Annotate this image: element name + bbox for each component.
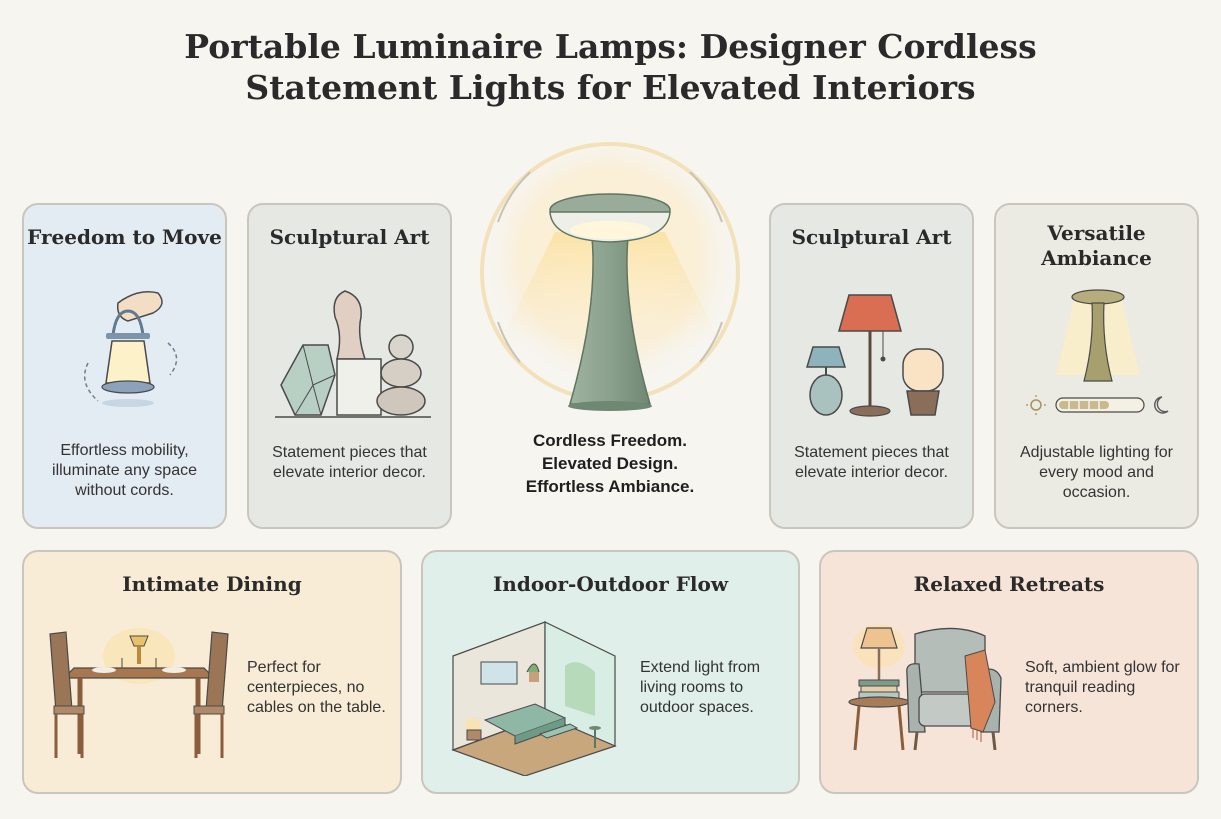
sculptural-objects-icon: [275, 290, 431, 418]
title-line-1: Portable Luminaire Lamps: Designer Cordl…: [184, 27, 1037, 66]
card-title: Relaxed Retreats: [913, 572, 1105, 596]
card-versatile-ambiance: Versatile Ambiance Adjustable lighting f…: [994, 203, 1199, 529]
tagline-line-2: Elevated Design.: [541, 454, 679, 473]
room-cutaway-icon: [451, 621, 617, 776]
card-title: Intimate Dining: [122, 572, 302, 596]
dining-table-lamp-icon: [49, 628, 229, 758]
page-title: Portable Luminaire Lamps: Designer Cordl…: [0, 26, 1221, 108]
card-title: Versatile Ambiance: [1041, 221, 1152, 270]
card-description: Soft, ambient glow for tranquil reading …: [1025, 659, 1180, 716]
center-tagline: Cordless Freedom. Elevated Design. Effor…: [480, 429, 740, 498]
card-description: Extend light from living rooms to outdoo…: [640, 659, 761, 716]
card-description: Statement pieces that elevate interior d…: [272, 444, 427, 481]
card-freedom-to-move: Freedom to Move Effortless mobility, ill…: [22, 203, 227, 529]
card-sculptural-art-left: Sculptural Art Statement pieces that ele…: [247, 203, 452, 529]
card-title: Indoor-Outdoor Flow: [492, 572, 729, 596]
hero-lamp-icon: [480, 142, 740, 411]
tagline-line-1: Cordless Freedom.: [533, 431, 687, 450]
card-indoor-outdoor-flow: Indoor-Outdoor Flow Extend light from li…: [421, 550, 800, 794]
card-description: Perfect for centerpieces, no cables on t…: [247, 659, 386, 716]
card-relaxed-retreats: Relaxed Retreats Soft, ambient glow for …: [819, 550, 1199, 794]
dimmer-lamp-icon: [1026, 289, 1169, 415]
title-line-2: Statement Lights for Elevated Interiors: [245, 68, 976, 107]
card-intimate-dining: Intimate Dining Perfect for centerpieces…: [22, 550, 402, 794]
hand-carrying-lantern-icon: [83, 291, 178, 407]
card-description: Effortless mobility, illuminate any spac…: [52, 442, 197, 499]
card-description: Statement pieces that elevate interior d…: [794, 444, 949, 481]
tagline-line-3: Effortless Ambiance.: [525, 477, 695, 496]
card-description: Adjustable lighting for every mood and o…: [1020, 444, 1173, 501]
lamp-collection-icon: [805, 294, 944, 417]
card-title: Sculptural Art: [791, 225, 952, 249]
armchair-lamp-icon: [848, 624, 1002, 751]
card-title: Sculptural Art: [269, 225, 430, 249]
card-sculptural-art-right: Sculptural Art Statement pieces that ele…: [769, 203, 974, 529]
card-title: Freedom to Move: [27, 225, 222, 249]
